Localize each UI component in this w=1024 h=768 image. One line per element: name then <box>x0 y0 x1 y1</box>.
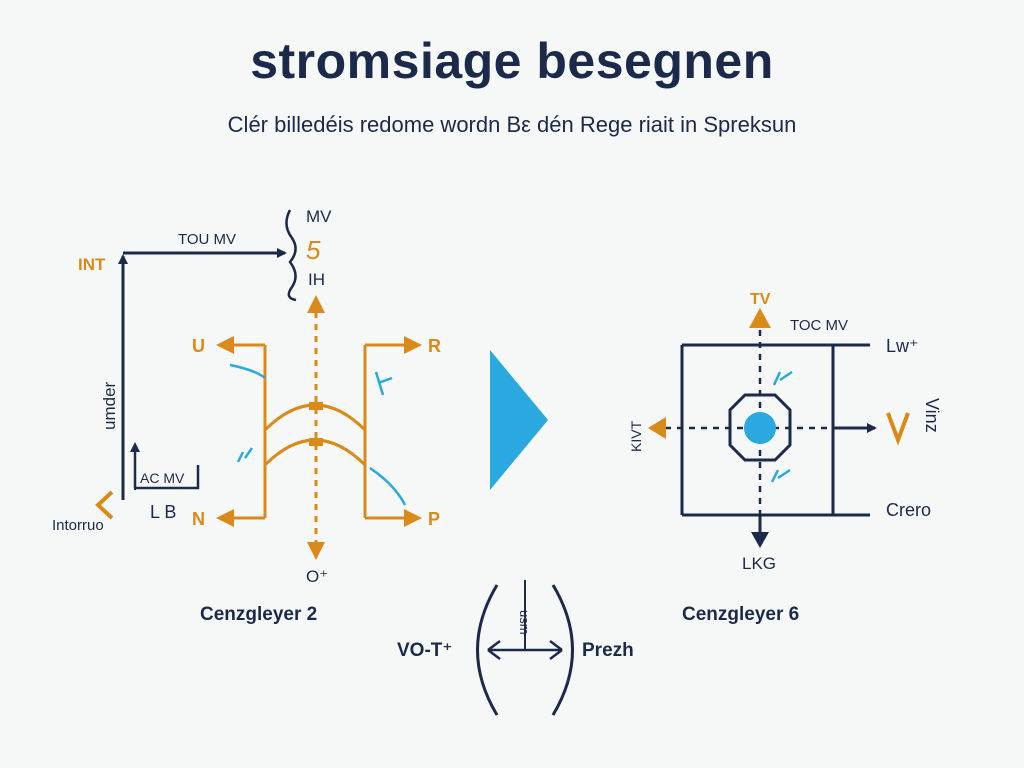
label-tou-mv: TOU MV <box>178 231 236 248</box>
label-kivt: KIVT <box>628 420 644 452</box>
label-p: P <box>428 509 440 529</box>
label-lkg: LKG <box>742 554 776 573</box>
label-bracket-bot: IH <box>308 270 325 289</box>
label-vint: Vinz <box>922 398 942 433</box>
label-vusm: usm <box>517 610 532 635</box>
orange-arrow-down <box>307 542 325 560</box>
right-blue-tick-bottom <box>770 468 791 483</box>
right-diagram <box>648 308 910 548</box>
bottom-left-paren <box>476 584 499 716</box>
center-transition-arrow-icon <box>490 350 548 490</box>
right-arrow-down <box>751 532 769 548</box>
axis-tick-top <box>309 402 323 410</box>
label-vot: VO-T⁺ <box>397 640 452 661</box>
label-bracket-top: MV <box>306 207 332 226</box>
left-diagram <box>95 209 422 560</box>
label-crero: Crero <box>886 500 931 520</box>
bottom-double-arrow-left-head <box>487 640 501 660</box>
axis-tick-bottom <box>309 438 323 446</box>
label-lw: Lw⁺ <box>886 336 919 356</box>
right-chevron-icon <box>886 412 910 446</box>
right-arrow-up <box>749 308 771 328</box>
label-prezh: Prezh <box>582 640 634 661</box>
label-under: umder <box>100 381 119 430</box>
right-blue-tick-top <box>772 370 793 386</box>
bottom-double-arrow-right-head <box>549 640 563 660</box>
left-chevron-icon <box>95 490 114 520</box>
left-caption: Cenzgleyer 2 <box>200 604 317 625</box>
page-subtitle: Clér billedéis redome wordn Bε dén Rege … <box>227 112 797 137</box>
right-center-dot <box>744 412 776 444</box>
label-tv: TV <box>750 291 771 308</box>
right-arrow-left <box>648 417 666 439</box>
label-u: U <box>192 336 205 356</box>
label-ac-mv: AC MV <box>140 470 185 486</box>
bottom-lens-diagram <box>476 580 574 716</box>
orange-arrow-up <box>307 295 325 313</box>
right-caption: Cenzgleyer 6 <box>682 604 799 625</box>
label-lb: L B <box>150 502 176 522</box>
label-bracket-mid: 5 <box>306 235 321 265</box>
label-r: R <box>428 336 441 356</box>
label-toc-mv: TOC MV <box>790 317 848 334</box>
blue-accent-strokes <box>229 363 407 506</box>
label-intorruo: Intorruo <box>52 517 104 534</box>
right-box <box>680 343 870 517</box>
label-int: INT <box>78 255 106 274</box>
label-n: N <box>192 509 205 529</box>
right-octagon <box>728 393 792 462</box>
bottom-right-paren <box>551 584 574 716</box>
label-o-plus: O⁺ <box>306 567 328 586</box>
left-curly-bracket <box>285 209 297 302</box>
page-title: stromsiage besegnen <box>250 33 774 89</box>
